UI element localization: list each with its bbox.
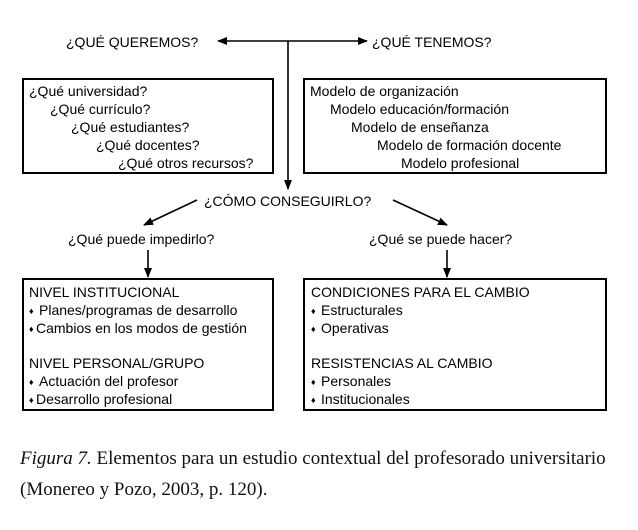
section-heading: NIVEL INSTITUCIONAL: [29, 284, 180, 300]
list-item: ¿Qué docentes?: [96, 137, 200, 153]
diamond-bullet-icon: ♦: [311, 306, 316, 316]
diamond-bullet-icon: ♦: [311, 324, 316, 334]
list-item: ♦Institucionales: [311, 391, 410, 407]
diamond-bullet-icon: ♦: [311, 395, 316, 405]
figure-caption: Figura 7. Elementos para un estudio cont…: [20, 443, 625, 505]
section-heading: RESISTENCIAS AL CAMBIO: [311, 355, 493, 371]
diamond-bullet-icon: ♦: [29, 306, 34, 316]
list-item: ♦Operativas: [311, 320, 389, 336]
list-item: ¿Qué otros recursos?: [118, 155, 254, 171]
list-item: ♦Actuación del profesor: [29, 373, 179, 389]
box-que-queremos: ¿Qué universidad? ¿Qué currículo? ¿Qué e…: [22, 78, 274, 174]
list-item: Modelo profesional: [401, 155, 520, 171]
diamond-bullet-icon: ♦: [29, 395, 34, 405]
arrow-diag-right: [392, 199, 448, 226]
list-item: ¿Qué universidad?: [29, 83, 148, 99]
list-item: Modelo de enseñanza: [351, 119, 489, 135]
arrow-diag-left: [143, 199, 198, 226]
box-obstaculos: NIVEL INSTITUCIONAL ♦Planes/programas de…: [22, 278, 274, 411]
list-item: Modelo de formación docente: [377, 137, 562, 153]
figure-caption-text: Elementos para un estudio contextual del…: [20, 448, 606, 500]
box-acciones: CONDICIONES PARA EL CAMBIO ♦Estructurale…: [303, 278, 607, 411]
list-item: ♦Estructurales: [311, 302, 403, 318]
list-item: ♦Planes/programas de desarrollo: [29, 302, 238, 318]
list-item: ¿Qué currículo?: [50, 101, 151, 117]
diamond-bullet-icon: ♦: [29, 324, 34, 334]
list-item: ♦Personales: [311, 373, 392, 389]
list-item: Modelo educación/formación: [330, 101, 509, 117]
list-item: ♦Cambios en los modos de gestión: [29, 320, 247, 336]
list-item: ♦Desarrollo profesional: [29, 391, 173, 407]
list-item: Modelo de organización: [310, 83, 459, 99]
question-tenemos: ¿QUÉ TENEMOS?: [372, 34, 492, 50]
diamond-bullet-icon: ♦: [29, 377, 34, 387]
list-item: ¿Qué estudiantes?: [71, 119, 190, 135]
section-heading: NIVEL PERSONAL/GRUPO: [29, 355, 205, 371]
figure-label: Figura 7.: [20, 448, 92, 469]
section-heading: CONDICIONES PARA EL CAMBIO: [311, 284, 530, 300]
question-como-conseguirlo: ¿CÓMO CONSEGUIRLO?: [204, 193, 372, 209]
question-queremos: ¿QUÉ QUEREMOS?: [66, 34, 199, 50]
question-que-se-puede-hacer: ¿Qué se puede hacer?: [369, 231, 513, 247]
question-que-puede-impedirlo: ¿Qué puede impedirlo?: [68, 231, 215, 247]
box-que-tenemos: Modelo de organización Modelo educación/…: [303, 78, 607, 174]
diamond-bullet-icon: ♦: [311, 377, 316, 387]
